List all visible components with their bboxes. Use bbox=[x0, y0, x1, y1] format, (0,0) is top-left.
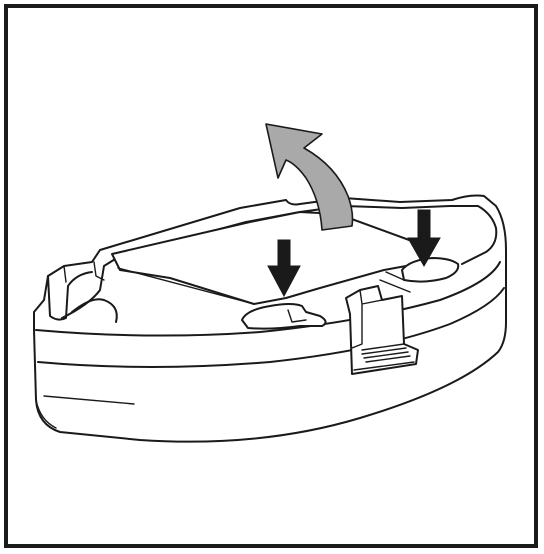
press-arrow-icon bbox=[407, 209, 441, 268]
dustbin-left-groove bbox=[71, 298, 118, 323]
filter-lid-diagonal bbox=[117, 267, 255, 305]
press-arrow-icon bbox=[267, 239, 301, 298]
dustbin-bottom-corner bbox=[35, 399, 57, 429]
right-press-tab-edge bbox=[379, 271, 411, 293]
dustbin-front-mark bbox=[43, 395, 135, 405]
dustbin-lower-rim bbox=[37, 287, 505, 368]
filter-lid bbox=[111, 211, 429, 305]
compartment-inner-wall bbox=[351, 289, 383, 349]
dustbin-left-notch bbox=[63, 261, 105, 283]
filter-lid-outline bbox=[111, 211, 429, 305]
dustbin-inner-edge bbox=[61, 205, 498, 319]
dustbin-left-wall bbox=[47, 271, 93, 321]
compartment-opening bbox=[345, 285, 419, 375]
left-press-tab-inner bbox=[287, 309, 307, 323]
latch-slots bbox=[361, 343, 411, 363]
left-press-tab bbox=[241, 303, 327, 330]
lift-arrow-icon bbox=[265, 123, 354, 231]
right-compartment bbox=[345, 285, 419, 375]
latch-base bbox=[353, 361, 415, 371]
